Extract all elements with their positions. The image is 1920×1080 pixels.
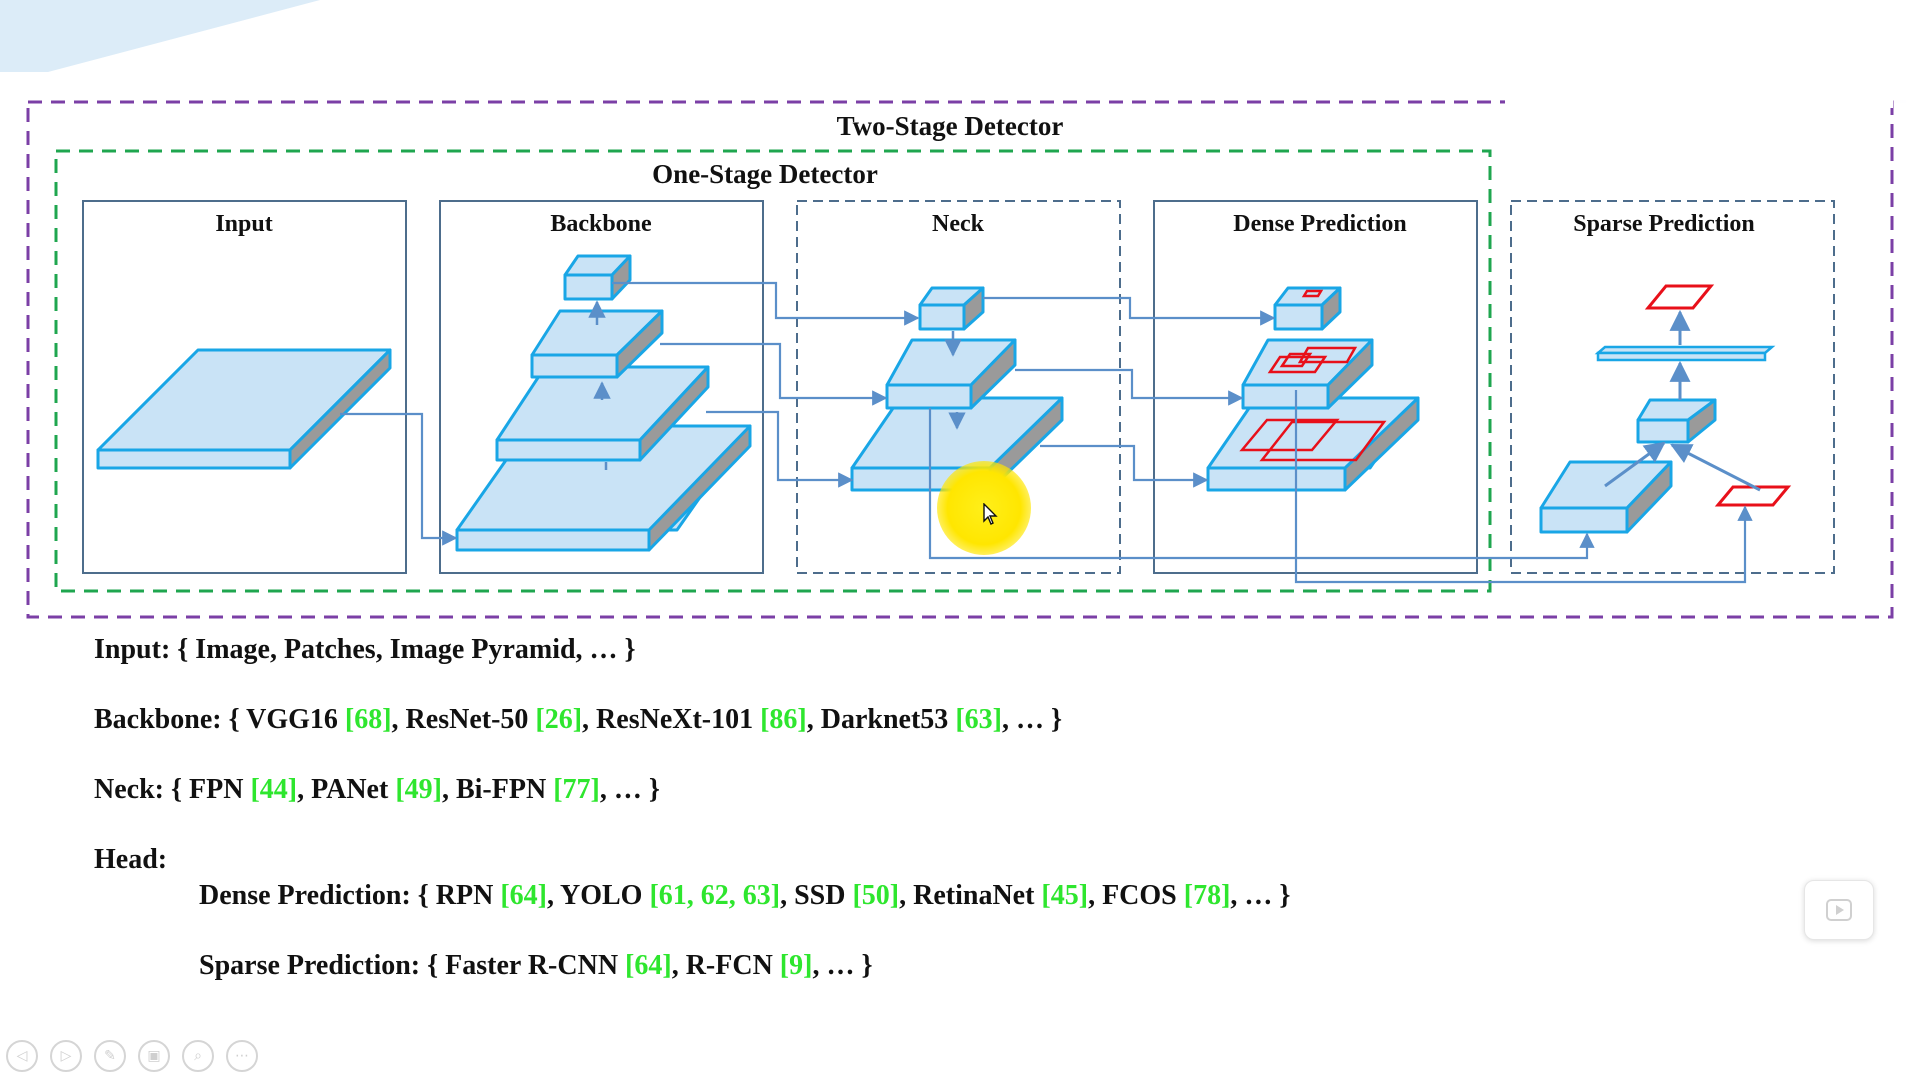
backbone-text: , ResNeXt-101 [582, 704, 761, 735]
more-icon[interactable]: ⋯ [226, 1040, 258, 1072]
neck-prefix: Neck: { FPN [94, 774, 251, 805]
sparse-proposal-box [1714, 485, 1792, 507]
description-head-line: Head: [94, 844, 167, 876]
mouse-pointer-icon [983, 503, 998, 525]
reference: [68] [344, 704, 392, 735]
neck-text: , PANet [297, 774, 396, 805]
reference: [44] [250, 774, 298, 805]
sparse-prefix: Sparse Prediction: { Faster R-CNN [199, 950, 626, 981]
description-input-line: Input: { Image, Patches, Image Pyramid, … [94, 634, 636, 666]
backbone-text: , … } [1001, 704, 1063, 735]
neck-panel-title: Neck [932, 211, 985, 237]
input-panel-title: Input [215, 211, 272, 237]
neck-text: , Bi-FPN [441, 774, 554, 805]
slides-icon[interactable]: ▣ [138, 1040, 170, 1072]
input-panel [82, 200, 407, 574]
two-stage-detector-frame [26, 100, 1894, 619]
dense-text: , … } [1230, 880, 1291, 911]
sparse-prediction-panel [1510, 200, 1835, 574]
head-label: Head: [94, 844, 168, 875]
sparse-roi-feature [1539, 460, 1673, 534]
presentation-toolbar: ◁ ▷ ✎ ▣ ⌕ ⋯ [6, 1040, 258, 1072]
sparse-fc-layer [1594, 345, 1776, 362]
two-stage-detector-label: Two-Stage Detector [837, 111, 1064, 141]
prev-icon[interactable]: ◁ [6, 1040, 38, 1072]
reference: [50] [852, 880, 900, 911]
dense-text: , YOLO [547, 880, 650, 911]
dense-prediction-red-boxes [1239, 289, 1387, 462]
reference: [63] [955, 704, 1002, 735]
sparse-output-box-top [1644, 284, 1715, 310]
dense-text: , SSD [780, 880, 853, 911]
zoom-icon[interactable]: ⌕ [182, 1040, 214, 1072]
reference: [49] [395, 774, 442, 805]
backbone-level-4 [563, 254, 632, 301]
dense-text: , FCOS [1088, 880, 1184, 911]
description-dense-line: Dense Prediction: { RPN [64], YOLO [61, … [199, 880, 1290, 912]
reference: [9] [779, 950, 813, 981]
play-button[interactable] [1804, 880, 1874, 940]
input-image-slab [96, 348, 392, 470]
pen-icon[interactable]: ✎ [94, 1040, 126, 1072]
reference: [64] [500, 880, 548, 911]
one-stage-detector-frame [54, 149, 1492, 593]
description-sparse-line: Sparse Prediction: { Faster R-CNN [64], … [199, 950, 873, 982]
play-icon [1826, 899, 1852, 921]
dense-prediction-level-2 [1241, 338, 1374, 410]
reference: [77] [553, 774, 600, 805]
dense-prediction-panel-title: Dense Prediction [1233, 211, 1407, 237]
reference: [61, 62, 63] [649, 880, 781, 911]
backbone-prefix: Backbone: { VGG16 [94, 704, 345, 735]
next-icon[interactable]: ▷ [50, 1040, 82, 1072]
backbone-panel [439, 200, 764, 574]
description-neck-line: Neck: { FPN [44], PANet [49], Bi-FPN [77… [94, 774, 660, 806]
sparse-text: , R-FCN [671, 950, 780, 981]
dense-prediction-panel [1153, 200, 1478, 574]
connector-arrows [340, 281, 1753, 584]
neck-level-2 [885, 338, 1017, 410]
dense-text: , RetinaNet [899, 880, 1042, 911]
one-stage-detector-label: One-Stage Detector [652, 159, 878, 189]
input-list: Input: { Image, Patches, Image Pyramid, … [94, 634, 636, 665]
dense-prefix: Dense Prediction: { RPN [199, 880, 501, 911]
neck-panel [796, 200, 1121, 574]
reference: [45] [1041, 880, 1089, 911]
reference: [78] [1183, 880, 1231, 911]
sparse-pooled-feature [1636, 398, 1717, 444]
reference: [64] [625, 950, 672, 981]
backbone-level-3 [530, 309, 664, 379]
neck-level-3 [918, 286, 985, 331]
description-backbone-line: Backbone: { VGG16 [68], ResNet-50 [26], … [94, 704, 1062, 736]
backbone-panel-title: Backbone [550, 211, 652, 237]
neck-text: , … } [599, 774, 660, 805]
backbone-text: , Darknet53 [806, 704, 956, 735]
sparse-prediction-panel-title: Sparse Prediction [1573, 211, 1755, 237]
reference: [26] [535, 704, 583, 735]
sparse-text: , … } [812, 950, 873, 981]
backbone-level-2 [495, 365, 710, 462]
reference: [86] [760, 704, 807, 735]
backbone-text: , ResNet-50 [391, 704, 536, 735]
